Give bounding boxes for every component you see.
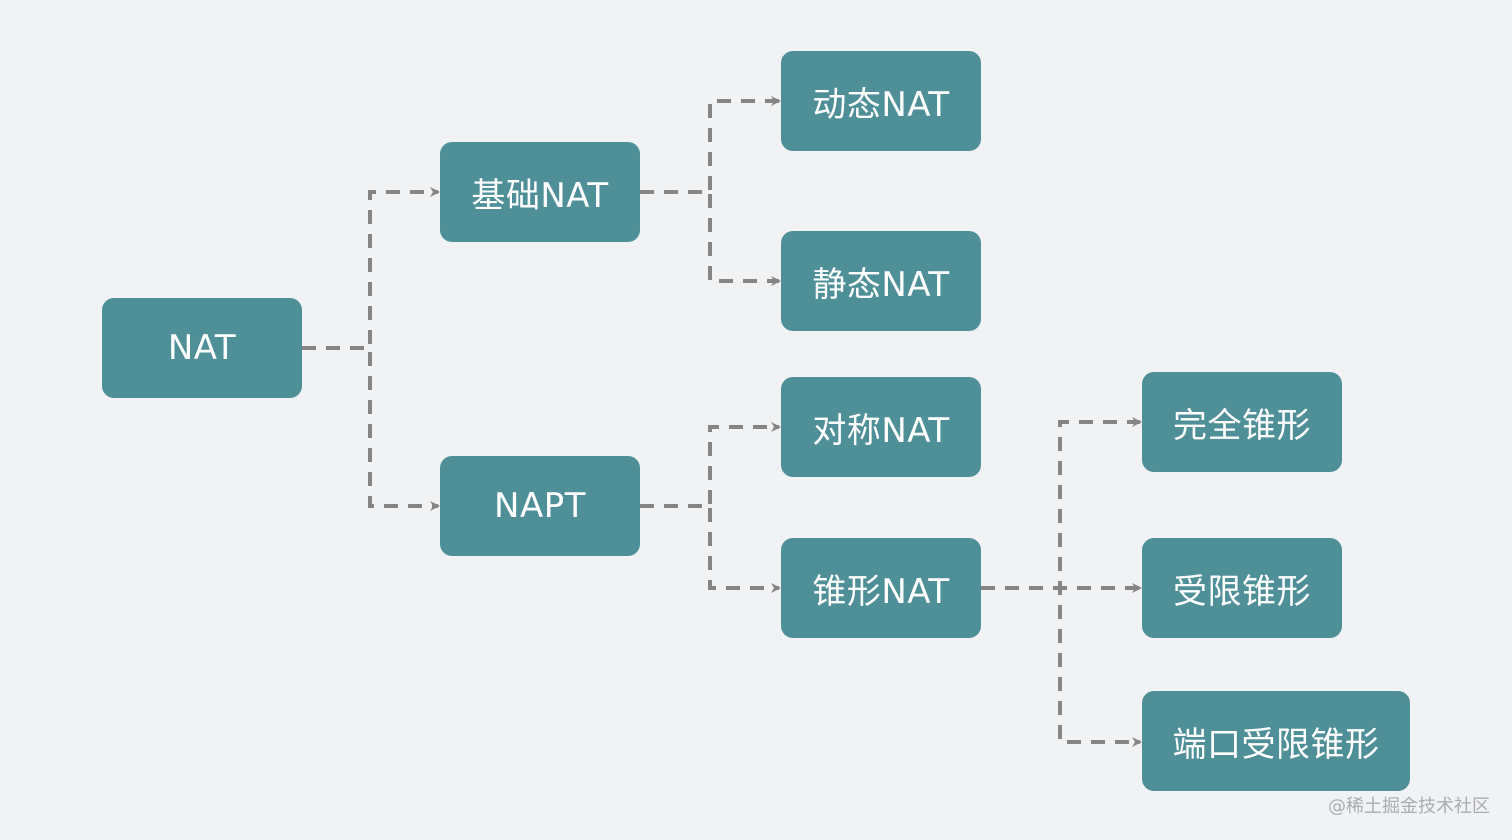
- node-dynamic-nat: 动态NAT: [781, 51, 981, 151]
- node-full-cone: 完全锥形: [1142, 372, 1342, 472]
- connector-basic-nat-to-dynamic-nat: [640, 96, 781, 194]
- node-symmetric-nat: 对称NAT: [781, 377, 981, 477]
- connector-cone-nat-to-full-cone: [981, 417, 1142, 590]
- watermark: @稀土掘金技术社区: [1328, 796, 1490, 817]
- node-restricted-cone: 受限锥形: [1142, 538, 1342, 638]
- connector-nat-to-napt: [302, 346, 440, 511]
- node-cone-nat: 锥形NAT: [781, 538, 981, 638]
- node-static-nat: 静态NAT: [781, 231, 981, 331]
- node-nat: NAT: [102, 298, 302, 398]
- connector-basic-nat-to-static-nat: [640, 190, 781, 286]
- node-basic-nat: 基础NAT: [440, 142, 640, 242]
- node-napt: NAPT: [440, 456, 640, 556]
- connector-nat-to-basic-nat: [302, 187, 440, 350]
- node-port-restricted-cone: 端口受限锥形: [1142, 691, 1410, 791]
- connector-napt-to-cone-nat: [640, 504, 781, 593]
- connector-napt-to-symmetric-nat: [640, 422, 781, 508]
- connector-cone-nat-to-port-restricted-cone: [981, 586, 1142, 747]
